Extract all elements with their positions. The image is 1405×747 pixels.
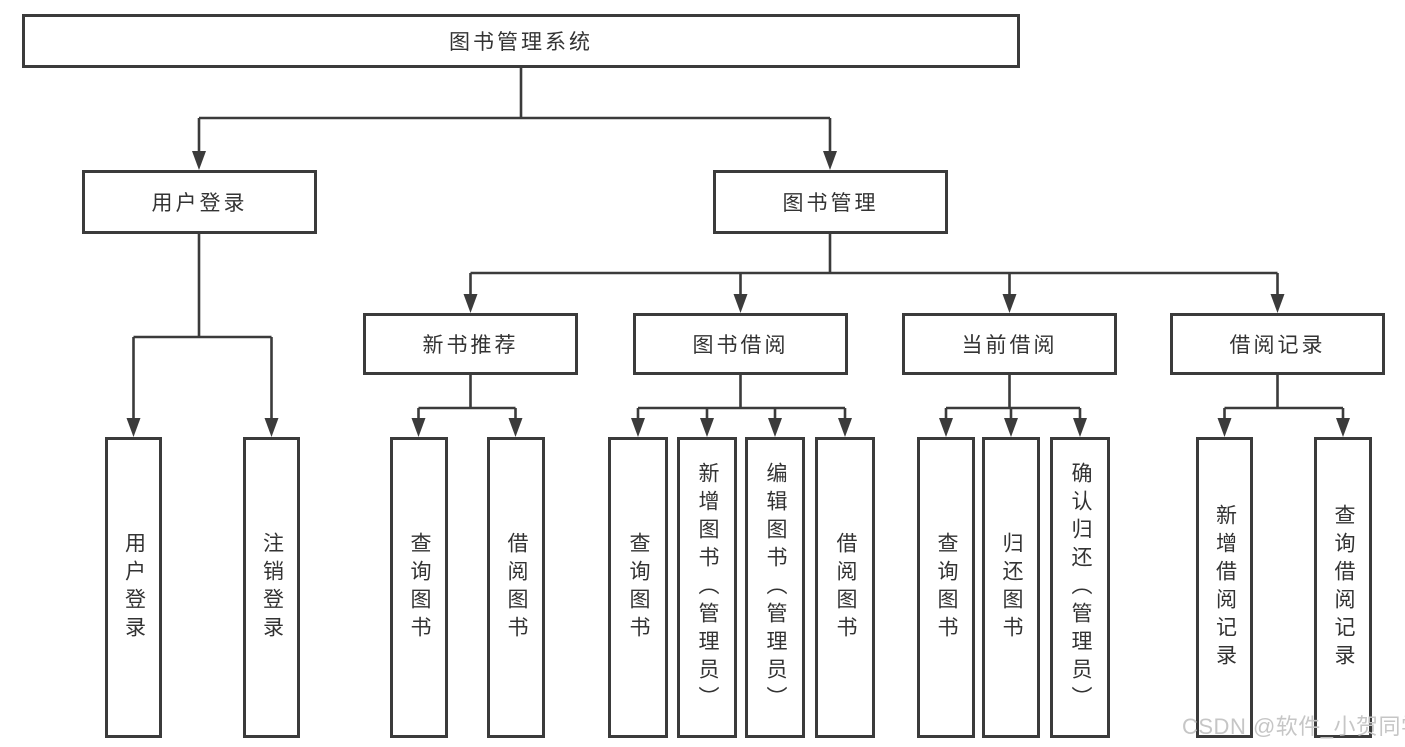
node-leaf-query-books-3: 查询图书: [917, 437, 975, 738]
node-leaf-add-book-admin: 新增图书（管理员）: [677, 437, 737, 738]
node-leaf-add-borrow-record: 新增借阅记录: [1196, 437, 1253, 738]
node-leaf-borrow-books-1: 借阅图书: [487, 437, 545, 738]
node-book-management: 图书管理: [713, 170, 948, 234]
node-leaf-confirm-return-admin: 确认归还（管理员）: [1050, 437, 1110, 738]
watermark: CSDN @软件_小贺同学: [1182, 714, 1405, 739]
node-leaf-query-books-2: 查询图书: [608, 437, 668, 738]
node-leaf-edit-book-admin: 编辑图书（管理员）: [745, 437, 805, 738]
node-borrow-records: 借阅记录: [1170, 313, 1385, 375]
node-leaf-logout: 注销登录: [243, 437, 300, 738]
node-book-borrowing: 图书借阅: [633, 313, 848, 375]
node-leaf-user-login: 用户登录: [105, 437, 162, 738]
node-user-login: 用户登录: [82, 170, 317, 234]
node-leaf-query-books-1: 查询图书: [390, 437, 448, 738]
node-library-management-system: 图书管理系统: [22, 14, 1020, 68]
node-leaf-query-borrow-record: 查询借阅记录: [1314, 437, 1372, 738]
node-new-book-recommend: 新书推荐: [363, 313, 578, 375]
node-leaf-return-book: 归还图书: [982, 437, 1040, 738]
node-current-borrowing: 当前借阅: [902, 313, 1117, 375]
node-leaf-borrow-books-2: 借阅图书: [815, 437, 875, 738]
